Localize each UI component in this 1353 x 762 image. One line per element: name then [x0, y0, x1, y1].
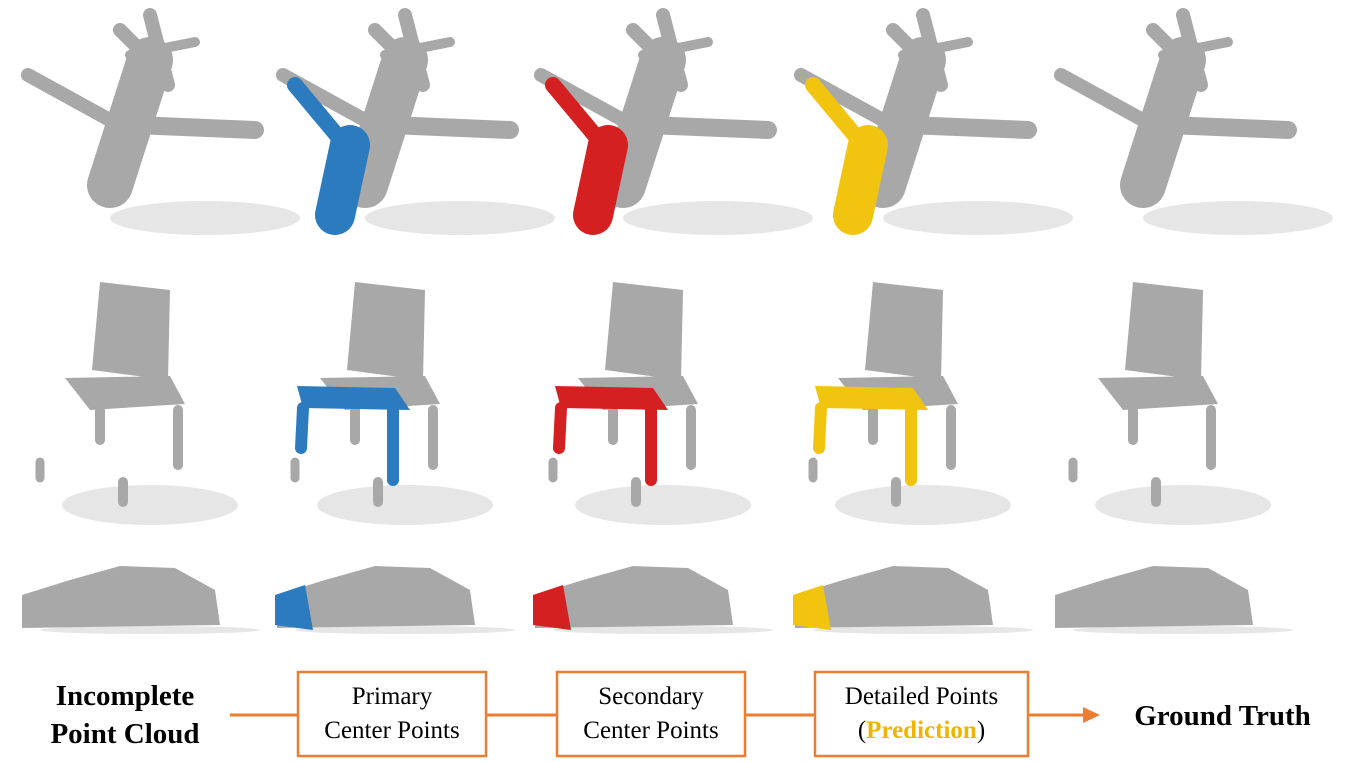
chair-detailed-cloud — [808, 282, 1011, 525]
chair-incomplete-cloud — [35, 282, 238, 525]
box-secondary-center-points — [555, 670, 747, 758]
cloud-part — [1054, 68, 1168, 137]
shadow — [813, 626, 1033, 634]
missing-region — [793, 585, 831, 630]
row-airplane — [21, 8, 1333, 235]
missing-region — [275, 585, 313, 630]
primary-line-2: Center Points — [324, 717, 460, 744]
car-detailed-cloud — [793, 566, 1033, 634]
shadow — [110, 201, 300, 235]
cloud-part — [638, 37, 713, 60]
cloud-part — [1125, 282, 1203, 380]
missing-region — [573, 125, 628, 235]
cloud-part — [126, 116, 264, 139]
label-detailed-points: Detailed Points (Prediction) — [815, 680, 1028, 748]
label-incomplete-point-cloud: Incomplete Point Cloud — [20, 677, 230, 753]
cloud-part — [1158, 37, 1233, 60]
shadow — [623, 201, 813, 235]
airplane-primary-cloud — [276, 8, 555, 235]
cloud-part — [347, 282, 425, 380]
shadow — [62, 485, 238, 525]
shadow — [1095, 485, 1271, 525]
box-primary-center-points — [296, 670, 488, 758]
car-incomplete-cloud — [22, 566, 260, 634]
shadow — [317, 485, 493, 525]
incomplete-line-2: Point Cloud — [50, 718, 200, 750]
row-car — [22, 566, 1293, 634]
cloud-part — [125, 37, 200, 60]
primary-line-1: Primary — [351, 683, 433, 710]
missing-region — [833, 125, 888, 235]
detailed-line-2: (Prediction) — [815, 714, 1028, 748]
missing-region — [815, 386, 928, 410]
point-cloud-grid — [21, 8, 1333, 634]
box-detailed-points — [813, 670, 1030, 758]
cloud-part — [1055, 566, 1253, 628]
shadow — [295, 626, 515, 634]
shadow — [835, 485, 1011, 525]
cloud-part — [380, 37, 455, 60]
cloud-part — [1098, 376, 1218, 410]
shadow — [365, 201, 555, 235]
airplane-detailed-cloud — [794, 8, 1073, 235]
airplane-incomplete-cloud — [21, 8, 300, 235]
cloud-part — [92, 282, 170, 380]
missing-region — [295, 402, 309, 454]
arrow-head — [1083, 707, 1100, 723]
label-secondary-center-points: Secondary Center Points — [557, 680, 745, 748]
car-secondary-cloud — [533, 566, 773, 634]
cloud-part — [1159, 116, 1297, 139]
shadow — [575, 485, 751, 525]
detailed-line-1: Detailed Points — [844, 683, 999, 710]
shadow — [40, 626, 260, 634]
cloud-part — [639, 116, 777, 139]
row-chair — [35, 282, 1271, 525]
cloud-part — [535, 566, 733, 628]
chair-secondary-cloud — [548, 282, 751, 525]
secondary-line-1: Secondary — [598, 683, 704, 710]
missing-region — [315, 125, 370, 235]
shadow — [1143, 201, 1333, 235]
missing-region — [533, 585, 571, 630]
cloud-part — [277, 566, 475, 628]
missing-region — [555, 386, 668, 410]
label-primary-center-points: Primary Center Points — [298, 680, 486, 748]
missing-region — [813, 402, 827, 454]
cloud-part — [65, 376, 185, 410]
secondary-line-2: Center Points — [583, 717, 719, 744]
incomplete-line-1: Incomplete — [55, 680, 195, 712]
shadow — [883, 201, 1073, 235]
missing-region — [553, 402, 567, 454]
cloud-part — [22, 566, 220, 628]
cloud-part — [605, 282, 683, 380]
cloud-part — [795, 566, 993, 628]
cloud-part — [865, 282, 943, 380]
shadow — [553, 626, 773, 634]
car-primary-cloud — [275, 566, 515, 634]
cloud-part — [899, 116, 1037, 139]
cloud-part — [21, 68, 135, 137]
airplane-ground-truth-cloud — [1054, 8, 1333, 235]
chair-primary-cloud — [290, 282, 493, 525]
prediction-label: Prediction — [866, 717, 977, 744]
missing-region — [297, 386, 410, 410]
chair-ground-truth-cloud — [1068, 282, 1271, 525]
cloud-part — [381, 116, 519, 139]
airplane-secondary-cloud — [534, 8, 813, 235]
car-ground-truth-cloud — [1055, 566, 1293, 634]
detailed-close-paren: ) — [976, 717, 986, 744]
detailed-open-paren: ( — [857, 717, 867, 744]
cloud-part — [898, 37, 973, 60]
label-ground-truth: Ground Truth — [1134, 700, 1311, 732]
shadow — [1073, 626, 1293, 634]
